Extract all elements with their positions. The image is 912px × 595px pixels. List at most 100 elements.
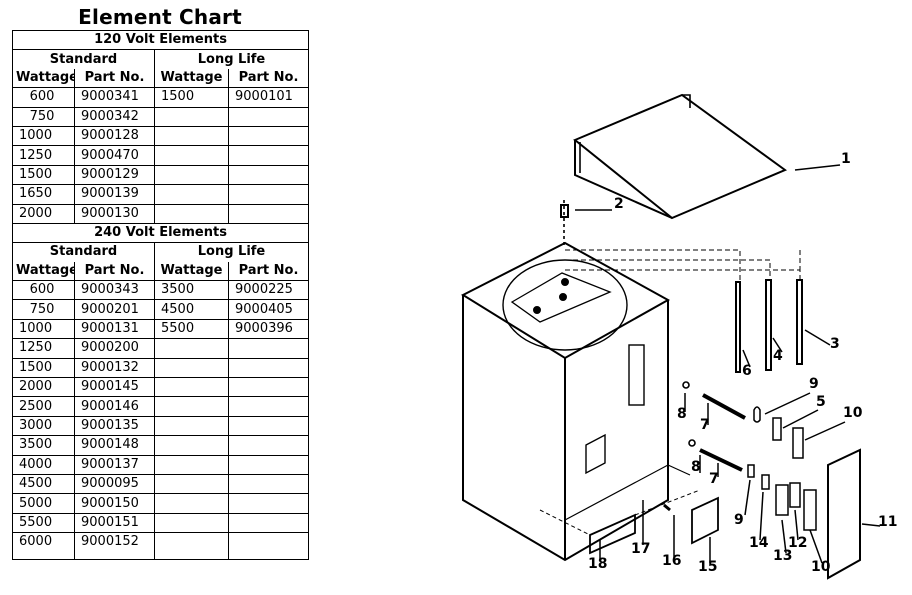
longlife-part-cell — [228, 473, 309, 495]
anode-fitting-part-2 — [560, 200, 569, 245]
group-standard: Standard — [12, 242, 155, 262]
standard-wattage-cell: 750 — [12, 299, 75, 320]
part-callout-label: 15 — [698, 559, 718, 575]
standard-part-cell: 9000470 — [74, 145, 155, 166]
standard-part-cell: 9000135 — [74, 415, 155, 437]
standard-wattage-cell: 2500 — [12, 396, 75, 417]
leader-arrows — [575, 164, 881, 564]
column-header-part-no: Part No. — [74, 261, 155, 282]
part-callout-label: 4 — [773, 348, 783, 364]
standard-part-cell: 9000130 — [74, 203, 155, 224]
standard-wattage-cell: 1500 — [12, 357, 75, 379]
part-callout-label: 7 — [709, 471, 719, 487]
standard-wattage-cell: 600 — [12, 87, 75, 108]
standard-part-cell: 9000200 — [74, 338, 155, 359]
longlife-wattage-cell — [154, 338, 229, 359]
access-cover-part-11 — [827, 448, 861, 580]
longlife-wattage-cell: 3500 — [154, 280, 229, 301]
base-parts — [539, 489, 719, 555]
part-callout-label: 18 — [588, 556, 608, 572]
standard-part-cell: 9000201 — [74, 299, 155, 320]
longlife-part-cell — [228, 493, 309, 514]
longlife-wattage-cell — [154, 184, 229, 205]
longlife-part-cell — [228, 532, 309, 561]
part-callout-label: 10 — [811, 559, 831, 575]
standard-part-cell: 9000341 — [74, 87, 155, 108]
cover-plate-part-15 — [691, 496, 719, 545]
longlife-wattage-cell — [154, 377, 229, 398]
standard-wattage-cell: 6000 — [12, 532, 75, 561]
longlife-wattage-cell — [154, 203, 229, 224]
part-callout-label: 8 — [677, 406, 687, 422]
part-callout-label: 10 — [843, 405, 863, 421]
longlife-part-cell: 9000405 — [228, 299, 309, 320]
standard-part-cell: 9000151 — [74, 512, 155, 534]
column-header-part-no: Part No. — [74, 68, 155, 89]
element-part-4 — [765, 279, 772, 371]
element-part-3 — [796, 279, 803, 365]
part-callout-label: 16 — [662, 553, 682, 569]
standard-part-cell: 9000131 — [74, 318, 155, 340]
longlife-part-cell — [228, 415, 309, 437]
part-callout-label: 7 — [700, 417, 710, 433]
standard-wattage-cell: 1250 — [12, 145, 75, 166]
heating-elements — [735, 279, 803, 373]
longlife-part-cell — [228, 435, 309, 456]
longlife-part-cell — [228, 512, 309, 534]
longlife-part-cell — [228, 184, 309, 205]
section-heading: 120 Volt Elements — [12, 29, 309, 51]
standard-wattage-cell: 5500 — [12, 512, 75, 534]
longlife-wattage-cell — [154, 435, 229, 456]
standard-wattage-cell: 5000 — [12, 493, 75, 514]
standard-part-cell: 9000128 — [74, 125, 155, 147]
standard-part-cell: 9000145 — [74, 377, 155, 398]
longlife-part-cell — [228, 338, 309, 359]
standard-part-cell: 9000137 — [74, 454, 155, 475]
part-callout-label: 9 — [809, 376, 819, 392]
group-long-life: Long Life — [154, 242, 309, 262]
standard-wattage-cell: 1500 — [12, 164, 75, 186]
standard-wattage-cell: 1000 — [12, 125, 75, 147]
longlife-part-cell — [228, 396, 309, 417]
longlife-wattage-cell — [154, 357, 229, 379]
longlife-part-cell — [228, 106, 309, 127]
part-callout-label: 9 — [734, 512, 744, 528]
part-callout-label: 2 — [614, 196, 624, 212]
longlife-wattage-cell — [154, 512, 229, 534]
water-heater-exploded-diagram — [460, 93, 881, 580]
longlife-part-cell — [228, 357, 309, 379]
standard-wattage-cell: 1250 — [12, 338, 75, 359]
standard-wattage-cell: 3500 — [12, 435, 75, 456]
standard-part-cell: 9000152 — [74, 532, 155, 561]
standard-part-cell: 9000132 — [74, 357, 155, 379]
longlife-part-cell: 9000101 — [228, 87, 309, 108]
standard-part-cell: 9000148 — [74, 435, 155, 456]
part-callout-label: 8 — [691, 459, 701, 475]
longlife-wattage-cell: 5500 — [154, 318, 229, 340]
column-header-wattage: Wattage — [12, 68, 75, 89]
standard-wattage-cell: 1650 — [12, 184, 75, 205]
column-header-wattage: Wattage — [154, 68, 229, 89]
standard-part-cell: 9000129 — [74, 164, 155, 186]
standard-wattage-cell: 3000 — [12, 415, 75, 437]
longlife-part-cell — [228, 164, 309, 186]
standard-part-cell: 9000139 — [74, 184, 155, 205]
base-panel-part-18 — [589, 513, 636, 555]
column-header-part-no: Part No. — [228, 261, 309, 282]
